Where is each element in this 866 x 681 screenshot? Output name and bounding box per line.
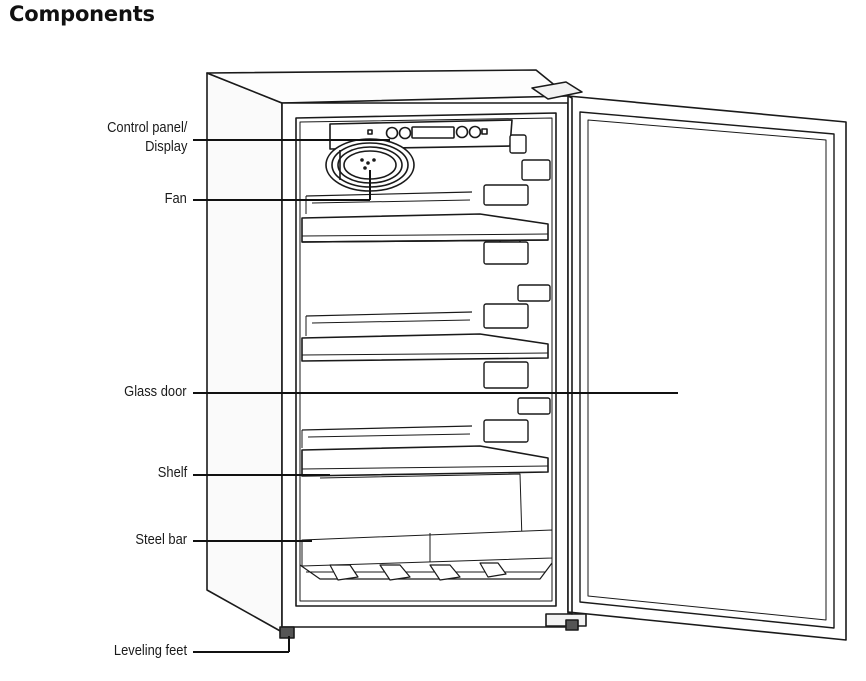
bottle-cradles bbox=[329, 562, 507, 581]
shelf-top bbox=[301, 191, 549, 243]
shelf-rail-brackets bbox=[483, 134, 551, 443]
inner-liner bbox=[295, 112, 557, 607]
label-control-panel-line1: Control panel/ bbox=[106, 119, 187, 136]
lower-bin-outline bbox=[319, 473, 523, 541]
label-leveling-feet: Leveling feet bbox=[113, 642, 187, 659]
label-control-panel-line2: Display bbox=[144, 138, 187, 155]
label-steel-bar: Steel bar bbox=[135, 531, 187, 548]
label-shelf: Shelf bbox=[157, 464, 187, 481]
shelf-middle bbox=[301, 311, 549, 362]
label-glass-door: Glass door bbox=[124, 383, 187, 400]
top-hinge bbox=[531, 81, 583, 100]
steel-bar bbox=[301, 529, 553, 567]
leveling-feet bbox=[279, 619, 579, 639]
label-control-panel: Control panel/ Display bbox=[107, 118, 187, 156]
page-title: Components bbox=[9, 2, 155, 26]
shelf-bottom bbox=[301, 425, 549, 477]
glass-door bbox=[567, 95, 847, 641]
label-fan: Fan bbox=[164, 190, 187, 207]
cabinet-side-panel bbox=[206, 72, 283, 633]
